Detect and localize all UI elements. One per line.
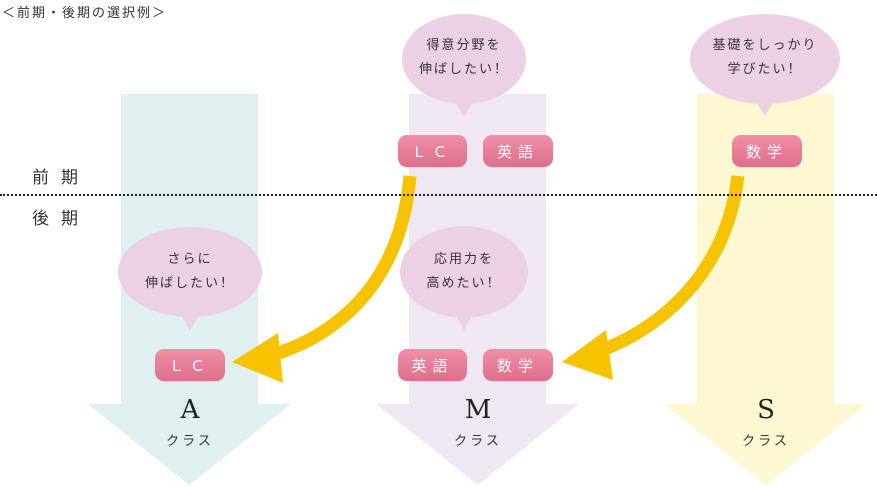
bubble-line: 得意分野を <box>426 38 502 53</box>
arrow-lc-to-a <box>260 175 417 365</box>
bubble-a-bottom <box>118 227 262 330</box>
class-a-sub: クラス <box>166 434 214 449</box>
bubble-line: さらに <box>167 252 213 267</box>
bubble-m-bottom-text: 応用力を 高めたい！ <box>404 248 524 296</box>
pill-a-bottom-lc: ＬＣ <box>155 349 225 381</box>
page-title: ＜前期・後期の選択例＞ <box>2 6 168 21</box>
period-first-label: 前期 <box>32 168 90 188</box>
bubble-m-bottom <box>400 226 528 330</box>
bubble-line: 学びたい！ <box>727 62 803 77</box>
class-s-letter: S <box>757 395 775 425</box>
pill-m-top-lc: ＬＣ <box>398 135 467 167</box>
period-second-label: 後期 <box>32 209 90 229</box>
bubble-line: 伸ばしたい！ <box>418 62 509 77</box>
class-a-letter: A <box>180 395 200 425</box>
pill-m-bottom-english: 英語 <box>398 349 467 381</box>
class-m-sub: クラス <box>454 434 502 449</box>
pill-m-bottom-math: 数学 <box>483 349 553 381</box>
bubble-m-top <box>402 14 526 117</box>
bubble-line: 高めたい！ <box>426 276 502 291</box>
bubble-s-top <box>690 14 840 116</box>
pill-m-top-english: 英語 <box>483 135 553 167</box>
class-s-sub: クラス <box>742 434 790 449</box>
arrow-lc-to-a-head <box>232 333 283 383</box>
bubble-m-top-text: 得意分野を 伸ばしたい！ <box>404 34 524 82</box>
period-divider <box>0 194 877 196</box>
bubble-line: 応用力を <box>433 252 494 267</box>
bubble-line: 基礎をしっかり <box>712 38 818 53</box>
arrow-math-to-m-head <box>562 330 613 380</box>
bubble-line: 伸ばしたい！ <box>144 276 235 291</box>
class-m-letter: M <box>464 395 492 425</box>
class-s-column <box>664 94 867 485</box>
bubble-a-bottom-text: さらに 伸ばしたい！ <box>120 248 260 296</box>
bubble-s-top-text: 基礎をしっかり 学びたい！ <box>690 34 840 82</box>
pill-s-top-math: 数学 <box>732 135 802 167</box>
arrow-math-to-m <box>589 175 745 361</box>
